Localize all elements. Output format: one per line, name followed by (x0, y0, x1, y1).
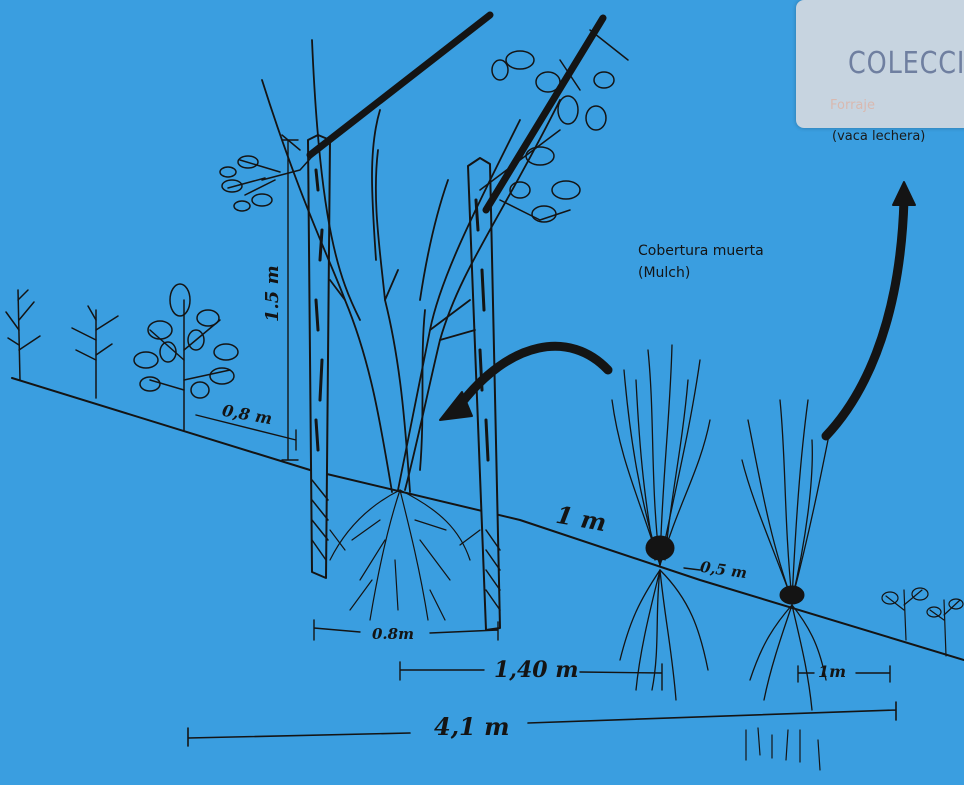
curved-arrow-up (826, 200, 904, 436)
stamp-text: COLECCIO (848, 46, 964, 81)
label-height-1-5m: 1.5 m (262, 265, 283, 322)
fallen-branch-left (310, 15, 490, 155)
label-mulch-line1: Cobertura muerta (638, 243, 764, 259)
arrow-head-up (893, 182, 915, 205)
dim-line-0-5m (684, 568, 700, 570)
tree-roots (330, 490, 480, 620)
grass-clump-2 (742, 400, 830, 710)
small-sapling-2 (72, 306, 118, 398)
grass-clump-1 (612, 345, 710, 700)
small-sapling-1 (6, 290, 40, 380)
label-vaca-lechera: (vaca lechera) (832, 129, 925, 144)
label-distance-4-1m: 4,1 m (434, 712, 510, 741)
grass-clump-1-base (646, 536, 674, 560)
dim-line-4-1m (188, 702, 896, 746)
dim-line-1-5m (282, 140, 298, 460)
central-tree (262, 40, 560, 492)
label-distance-0-8m-bottom: 0.8m (372, 625, 414, 643)
fallen-branch-right (486, 18, 603, 210)
sprouts-bottom (746, 728, 820, 770)
label-distance-1-40m: 1,40 m (494, 657, 579, 683)
label-mulch-line2: (Mulch) (638, 265, 690, 281)
small-shrub-right-1 (882, 588, 928, 640)
label-distance-1m-right: 1m (818, 662, 846, 681)
grass-clump-2-base (780, 586, 804, 604)
right-living-post (468, 110, 570, 630)
stamp-subtext: Forraje (830, 98, 875, 113)
right-post-foliage (492, 51, 614, 222)
small-shrub-right-2 (927, 599, 963, 656)
